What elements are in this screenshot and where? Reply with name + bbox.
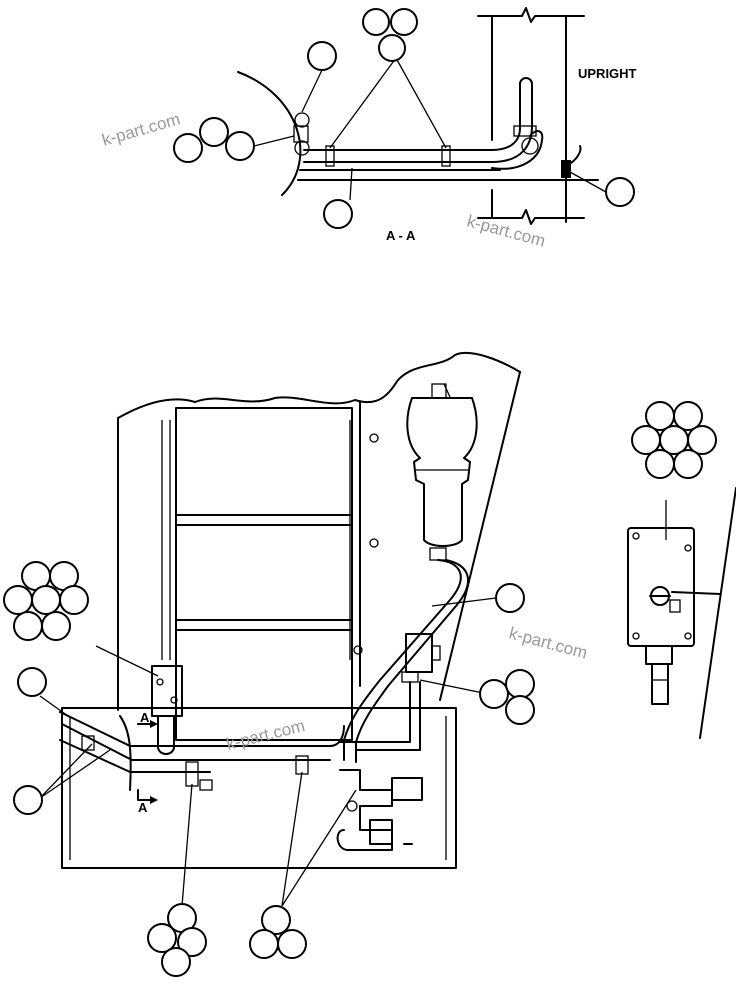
callout-balloon xyxy=(605,177,635,207)
callout-balloon xyxy=(59,585,89,615)
callout-cluster-bottom-four xyxy=(147,903,207,977)
clamp xyxy=(441,145,451,167)
detail-stem xyxy=(651,663,669,705)
control-module xyxy=(151,665,183,717)
callout-balloon xyxy=(479,679,509,709)
upright-label: UPRIGHT xyxy=(578,66,637,81)
main-assembly-view xyxy=(59,351,521,869)
callout-cluster-right-triple xyxy=(479,669,535,725)
callout-balloon xyxy=(495,583,525,613)
callout-balloon xyxy=(17,667,47,697)
watermark: k-part.com xyxy=(507,624,589,663)
clamp xyxy=(81,735,95,751)
callout-balloon xyxy=(31,585,61,615)
fitting xyxy=(294,112,310,128)
callout-balloon xyxy=(41,611,71,641)
callout-balloon xyxy=(362,8,390,36)
frame-right-edge xyxy=(439,371,521,701)
watermark: k-part.com xyxy=(100,109,182,149)
return-tube xyxy=(59,711,345,747)
callout-balloon xyxy=(3,585,33,615)
radiator-core xyxy=(175,407,353,741)
arrow-a-label-top: A xyxy=(140,710,150,725)
callout-balloon xyxy=(673,449,703,479)
tube-upper xyxy=(303,83,521,151)
curved-wall xyxy=(237,71,302,196)
break-line-top xyxy=(117,351,521,429)
callout-cluster-bottom-triple xyxy=(249,905,307,959)
watermark: k-part.com xyxy=(224,716,307,754)
base-plate xyxy=(61,707,457,869)
leaders-main xyxy=(39,383,497,907)
detail-frame-edge xyxy=(699,487,736,739)
callout-cluster-left-single-upper xyxy=(17,667,47,697)
callout-balloon xyxy=(390,8,418,36)
callout-balloon xyxy=(249,929,279,959)
bolt xyxy=(561,160,571,178)
clamp xyxy=(185,761,199,787)
callout-balloon xyxy=(261,905,291,935)
callout-balloon xyxy=(161,947,191,977)
callout-balloon xyxy=(147,923,177,953)
section-a-a-view xyxy=(237,7,599,225)
callout-cluster-mid-single xyxy=(495,583,525,613)
callout-cluster-top-single-right xyxy=(605,177,635,207)
callout-balloon xyxy=(378,34,406,62)
callout-balloon xyxy=(505,695,535,725)
callout-balloon xyxy=(323,199,353,229)
callout-balloon xyxy=(505,669,535,699)
reservoir-cap xyxy=(431,383,447,399)
clamp xyxy=(325,145,335,167)
callout-balloon xyxy=(177,927,207,957)
callout-cluster-top-triple-left xyxy=(173,117,255,163)
callout-cluster-left-single-lower xyxy=(13,785,43,815)
callout-balloon xyxy=(13,785,43,815)
arrow-a-label-bottom: A xyxy=(138,800,148,815)
upright-break-bottom xyxy=(477,209,585,225)
text-labels: UPRIGHT A - A A A xyxy=(138,66,637,815)
callout-balloon xyxy=(173,133,203,163)
callout-balloon xyxy=(277,929,307,959)
callout-balloon xyxy=(199,117,229,147)
section-label: A - A xyxy=(386,228,416,243)
callout-balloon xyxy=(13,611,43,641)
callout-balloon xyxy=(673,401,703,431)
clamp xyxy=(295,755,309,775)
callout-balloon xyxy=(307,41,337,71)
fitting xyxy=(294,140,310,156)
supply-tube xyxy=(343,559,462,761)
callout-cluster-top-single-left xyxy=(307,41,337,71)
callout-balloon xyxy=(687,425,717,455)
clamp xyxy=(513,125,537,137)
callout-cluster-top-triple xyxy=(362,8,418,62)
valve-assembly xyxy=(336,769,393,851)
upright-break-top xyxy=(477,7,585,23)
callout-cluster-right-seven xyxy=(631,401,717,479)
callout-balloon xyxy=(645,449,675,479)
callout-cluster-left-seven xyxy=(3,561,89,641)
detail-view-bracket xyxy=(627,487,736,739)
leaders-top xyxy=(253,57,607,201)
fluid-reservoir xyxy=(406,397,478,547)
callout-cluster-top-single-bottom xyxy=(323,199,353,229)
section-arrow-bottom xyxy=(137,789,151,801)
callout-balloons xyxy=(3,8,717,977)
callout-balloon xyxy=(225,131,255,161)
